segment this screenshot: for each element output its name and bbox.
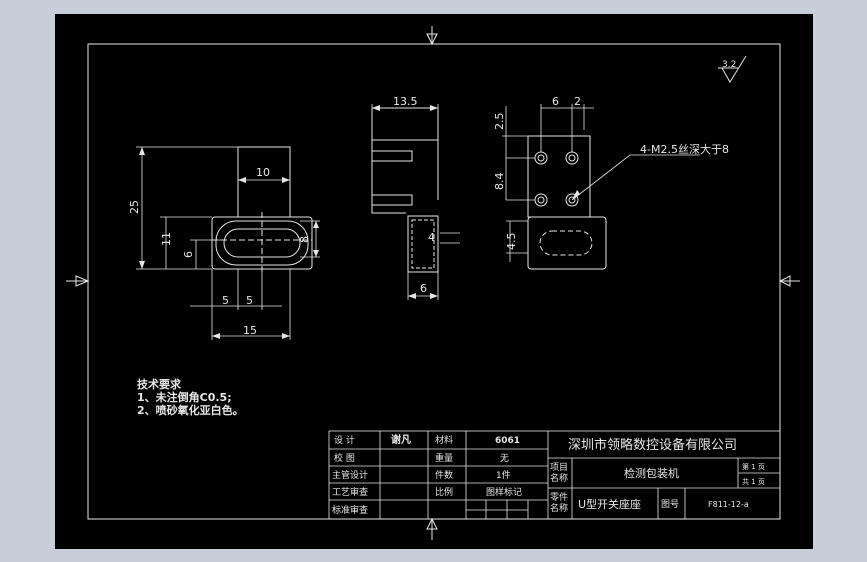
roughness-value: 3.2	[722, 60, 736, 70]
dim-11: 11	[160, 232, 173, 246]
centering-marks	[66, 26, 800, 540]
thread-callout: 4-M2.5丝深大于8	[640, 142, 729, 156]
dimension-arrows	[139, 105, 580, 339]
tb-sheet: 第 1 页	[742, 462, 765, 471]
notes-line-2: 2、喷砂氧化亚白色。	[137, 403, 244, 417]
tb-drawing-no: F811-12-a	[708, 500, 749, 509]
notes-title: 技术要求	[137, 377, 182, 391]
tb-part-label-2: 名称	[550, 502, 568, 514]
dim-6-left: 6	[182, 251, 195, 258]
dim-10: 10	[256, 166, 270, 179]
dim-5-a: 5	[222, 294, 229, 307]
dim-8-4: 8.4	[493, 173, 506, 191]
tb-design-label: 设 计	[334, 434, 355, 446]
dim-2-top: 2	[574, 95, 581, 108]
dim-6-top: 6	[552, 95, 559, 108]
front-view	[211, 146, 313, 274]
title-block-grid	[328, 430, 781, 520]
dim-4: 4	[428, 231, 435, 244]
tb-part-name: U型开关座座	[578, 497, 641, 511]
tb-total: 共 1 页	[742, 477, 765, 486]
tb-count-label: 件数	[435, 469, 453, 481]
tb-part-label-1: 零件	[550, 491, 568, 503]
notes-line-1: 1、未注倒角C0.5;	[137, 390, 232, 404]
side-view-dimensions	[371, 104, 460, 300]
tb-material-label: 材料	[435, 434, 453, 446]
tb-project-label-1: 项目	[550, 462, 568, 473]
dim-8-right: 8	[298, 236, 311, 243]
tb-chief-label: 主管设计	[332, 469, 368, 481]
tb-material: 6061	[495, 436, 520, 446]
roughness-symbol	[718, 55, 747, 83]
tb-check-label: 校 图	[334, 452, 355, 464]
drawing-background	[55, 14, 813, 549]
tb-weight: 无	[500, 453, 509, 464]
tb-weight-label: 重量	[435, 452, 453, 464]
dim-25: 25	[128, 200, 141, 214]
top-view-dimensions	[502, 104, 700, 262]
dim-2-5: 2.5	[493, 113, 506, 131]
dim-5-b: 5	[246, 294, 253, 307]
dim-15: 15	[243, 324, 257, 337]
tb-drawing-mark-label: 图样标记	[486, 486, 522, 498]
tb-drawing-no-label: 图号	[661, 499, 679, 510]
dim-4-5: 4.5	[505, 233, 518, 251]
tb-project-name: 检测包装机	[624, 466, 679, 480]
tb-scale-label: 比例	[435, 486, 453, 498]
tb-designer: 谢凡	[391, 433, 411, 446]
tb-std-label: 标准审查	[332, 504, 368, 516]
tb-company: 深圳市领略数控设备有限公司	[568, 437, 737, 453]
dim-6-bottom: 6	[420, 282, 427, 295]
dim-13-5: 13.5	[393, 95, 418, 108]
tb-project-label-2: 名称	[550, 472, 568, 484]
tb-process-label: 工艺审查	[332, 486, 368, 498]
tb-count: 1件	[496, 469, 511, 481]
